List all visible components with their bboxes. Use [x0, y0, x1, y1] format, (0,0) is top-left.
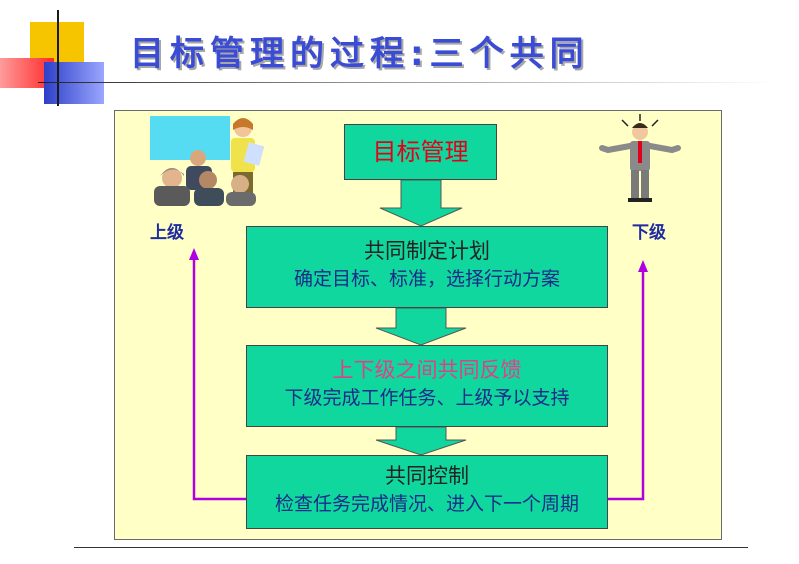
step-title: 上下级之间共同反馈 [332, 358, 522, 382]
step-desc: 确定目标、标准，选择行动方案 [293, 268, 560, 290]
main-box-title: 目标管理 [372, 138, 469, 166]
corner-deco-blue [44, 62, 104, 104]
corner-deco-line [57, 10, 59, 106]
loop-line-right [608, 270, 645, 501]
step-title: 共同制定计划 [364, 239, 490, 263]
step-box-plan: 共同制定计划 确定目标、标准，选择行动方案 [246, 226, 608, 308]
footer-rule [74, 547, 748, 548]
loop-arrowhead-right [638, 260, 648, 272]
page-title: 目标管理的过程:三个共同 [130, 34, 590, 74]
step-title: 共同控制 [385, 464, 469, 488]
main-box: 目标管理 [344, 124, 497, 180]
loop-arrowhead-left [189, 248, 199, 260]
subordinate-label: 下级 [632, 223, 666, 243]
step-desc: 下级完成工作任务、上级予以支持 [284, 387, 570, 409]
step-box-feedback: 上下级之间共同反馈 下级完成工作任务、上级予以支持 [246, 345, 608, 427]
step-desc: 检查任务完成情况、进入下一个周期 [274, 493, 579, 515]
superior-label: 上级 [150, 223, 184, 243]
step-box-control: 共同控制 检查任务完成情况、进入下一个周期 [246, 455, 608, 529]
shrugging-man-icon [599, 114, 681, 202]
meeting-people-icon [150, 116, 265, 206]
header-rule [38, 82, 778, 83]
arrow-down-3 [375, 426, 467, 456]
arrow-down-2 [375, 307, 467, 346]
arrow-down-1 [379, 179, 463, 227]
loop-line-left [192, 258, 246, 501]
